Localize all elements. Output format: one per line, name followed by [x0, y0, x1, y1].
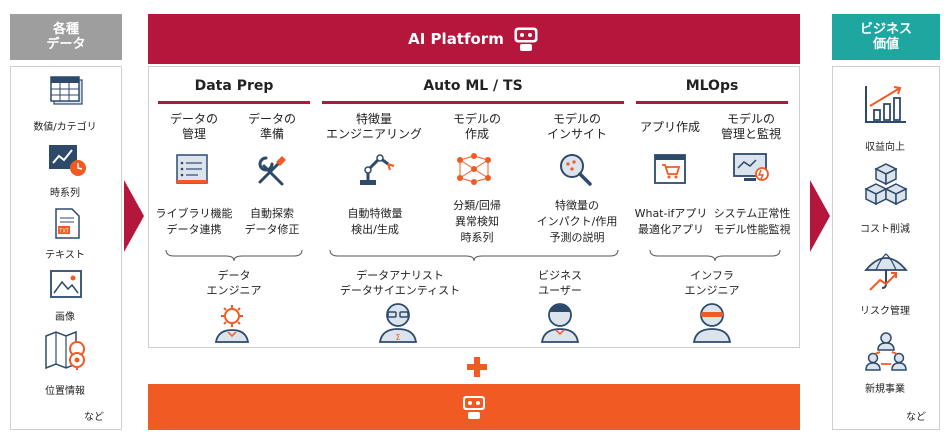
engineer-gear-icon	[214, 305, 250, 343]
timeseries-icon	[49, 145, 86, 176]
values-etc: など	[906, 412, 926, 423]
map-pin-icon	[45, 330, 86, 370]
tools-icon	[258, 156, 286, 186]
input-arrow	[124, 180, 144, 252]
section-underline-dataprep	[158, 101, 310, 104]
data-scientist-icon: Σ	[378, 303, 418, 343]
value-label-risk: リスク管理	[860, 306, 910, 317]
item-title-model-building: モデルの 作成	[452, 112, 501, 141]
role-infra-engineer: インフラ エンジニア	[684, 269, 740, 297]
item-desc-model-monitoring: システム正常性 モデル性能監視	[713, 207, 791, 236]
people-network-icon	[865, 332, 907, 371]
role-data-scientist: データアナリスト データサイエンティスト	[339, 269, 461, 297]
item-desc-model-insight: 特徴量の インパクト/作用 予測の説明	[536, 199, 618, 244]
item-desc-app-building: What-ifアプリ 最適化アプリ	[634, 207, 708, 236]
magnifier-icon	[560, 154, 592, 186]
input-label-text: テキスト	[45, 250, 85, 261]
item-title-app-building: アプリ作成	[639, 120, 700, 134]
value-label-new-business: 新規事業	[865, 384, 905, 395]
table-icon	[50, 76, 83, 105]
item-desc-feature-engineering: 自動特徴量 検出/生成	[347, 207, 403, 236]
text-document-icon: TXT	[55, 208, 80, 239]
section-underline-mlops	[636, 101, 788, 104]
bottom-robot-bar	[148, 384, 800, 430]
umbrella-icon	[864, 253, 908, 291]
item-desc-data-management: ライブラリ機能 データ連携	[155, 207, 233, 236]
value-arrow	[810, 180, 830, 252]
svg-text:Σ: Σ	[395, 333, 400, 342]
platform-banner: AI Platform	[148, 14, 800, 64]
section-title-dataprep: Data Prep	[194, 78, 274, 94]
item-title-feature-engineering: 特徴量 エンジニアリング	[325, 112, 422, 141]
input-label-location: 位置情報	[45, 386, 85, 397]
item-title-data-management: データの 管理	[169, 112, 218, 141]
app-cart-icon	[654, 154, 686, 184]
input-label-image: 画像	[55, 312, 75, 323]
item-title-model-insight: モデルの インサイト	[546, 112, 607, 141]
brace-mlops	[649, 249, 781, 262]
data-list-icon	[176, 154, 208, 184]
value-label-cost: コスト削減	[860, 224, 910, 235]
platform-title: AI Platform	[408, 30, 504, 48]
values-title: ビジネス 価値	[832, 14, 940, 60]
section-underline-automl	[322, 101, 624, 104]
inputs-title: 各種 データ	[10, 14, 122, 60]
inputs-panel	[10, 66, 122, 430]
robot-icon-bottom	[463, 396, 485, 419]
robot-arm-icon	[360, 154, 395, 185]
role-business-user: ビジネス ユーザー	[538, 269, 582, 297]
brace-automl	[329, 249, 619, 262]
svg-text:TXT: TXT	[58, 229, 69, 235]
item-title-model-monitoring: モデルの 管理と監視	[720, 112, 781, 141]
robot-icon	[514, 27, 538, 51]
monitor-icon	[733, 153, 769, 181]
revenue-chart-icon	[865, 86, 906, 123]
business-user-icon	[540, 303, 580, 343]
role-data-engineer: データ エンジニア	[206, 269, 262, 297]
plus-icon	[467, 357, 487, 377]
values-panel	[832, 66, 940, 430]
inputs-etc: など	[84, 412, 104, 423]
input-label-numeric: 数値/カテゴリ	[33, 122, 97, 133]
boxes-icon	[864, 163, 908, 206]
section-title-mlops: MLOps	[685, 78, 739, 94]
item-desc-model-building: 分類/回帰 異常検知 時系列	[453, 199, 501, 244]
platform-panel	[148, 66, 800, 348]
item-title-data-preparation: データの 準備	[247, 112, 296, 141]
item-desc-data-preparation: 自動探索 データ修正	[244, 207, 300, 236]
brace-dataprep	[165, 249, 303, 262]
input-label-timeseries: 時系列	[50, 188, 80, 199]
image-icon	[50, 270, 82, 298]
infra-engineer-icon	[692, 303, 732, 343]
neural-network-icon	[457, 153, 491, 185]
value-label-revenue: 収益向上	[865, 142, 905, 153]
section-title-automl: Auto ML / TS	[423, 78, 523, 94]
